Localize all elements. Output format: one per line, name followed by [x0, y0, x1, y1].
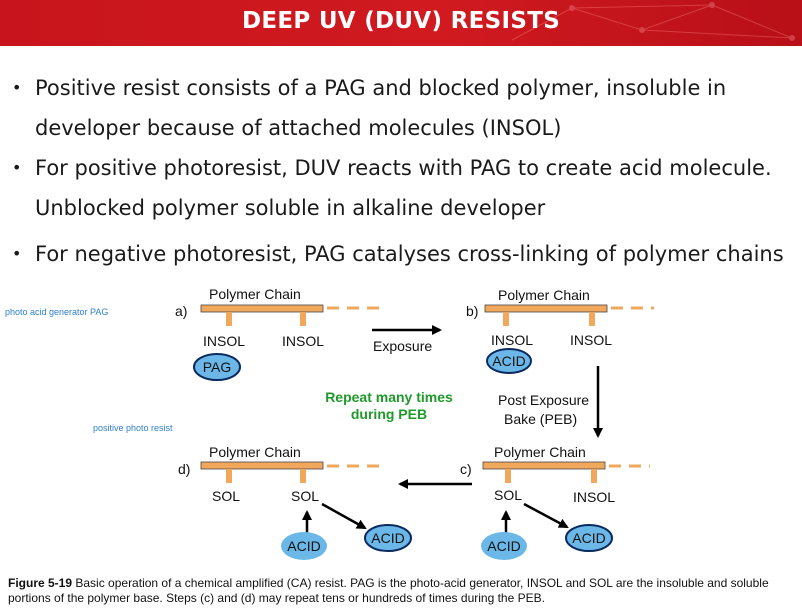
figure-caption: Figure 5-19 Basic operation of a chemica…	[8, 576, 798, 606]
polymer-chain-label: Polymer Chain	[209, 444, 301, 460]
bullet-list: Positive resist consists of a PAG and bl…	[10, 68, 802, 274]
step-a-label: a)	[175, 303, 187, 319]
bullet-item: For positive photoresist, DUV reacts wit…	[10, 148, 802, 188]
acid-bubble: ACID	[565, 524, 613, 552]
polymer-chain-d	[200, 461, 380, 483]
positive-resist-side-note: positive photo resist	[93, 423, 173, 433]
sol-label: SOL	[494, 487, 522, 503]
step-b-label: b)	[466, 303, 478, 319]
step-d-label: d)	[178, 461, 190, 477]
bullet-text: For positive photoresist, DUV reacts wit…	[35, 156, 772, 180]
bullet-item: Positive resist consists of a PAG and bl…	[10, 68, 802, 108]
acid-release-arrow	[321, 502, 367, 530]
bullet-continuation: Unblocked polymer soluble in alkaline de…	[10, 188, 802, 228]
bullet-item: For negative photoresist, PAG catalyses …	[10, 234, 802, 274]
insol-label: INSOL	[282, 333, 324, 349]
repeat-note-line1: Repeat many times	[325, 389, 453, 405]
acid-bubble-label: ACID	[492, 353, 525, 369]
pag-bubble-label: PAG	[203, 359, 232, 375]
acid-bubble-label: ACID	[487, 538, 520, 554]
bullet-continuation: developer because of attached molecules …	[10, 108, 802, 148]
acid-bubble-label: ACID	[572, 530, 605, 546]
acid-bubble: ACID	[364, 524, 412, 552]
caption-text: Basic operation of a chemical amplified …	[8, 576, 769, 605]
pag-bubble: PAG	[193, 353, 241, 381]
pag-side-note: photo acid generator PAG	[5, 307, 109, 317]
insol-label: INSOL	[491, 332, 533, 348]
insol-label: INSOL	[570, 332, 612, 348]
insol-label: INSOL	[573, 489, 615, 505]
acid-release-arrow	[523, 502, 569, 529]
polymer-chain-a	[200, 304, 380, 326]
figure-number: Figure 5-19	[8, 576, 73, 590]
peb-label-line2: Bake (PEB)	[504, 411, 577, 427]
bullet-text: Positive resist consists of a PAG and bl…	[35, 76, 727, 100]
acid-bubble: ACID	[481, 532, 527, 560]
polymer-chain-label: Polymer Chain	[494, 444, 586, 460]
polymer-chain-c	[482, 461, 650, 483]
peb-label-line1: Post Exposure	[498, 392, 589, 408]
step-c-label: c)	[460, 461, 472, 477]
bullet-text: Unblocked polymer soluble in alkaline de…	[35, 196, 546, 220]
sol-label: SOL	[291, 488, 319, 504]
exposure-label: Exposure	[373, 338, 432, 354]
repeat-note-line2: during PEB	[351, 406, 427, 422]
acid-bubble: ACID	[486, 348, 532, 374]
polymer-chain-label: Polymer Chain	[209, 286, 301, 302]
sol-label: SOL	[212, 488, 240, 504]
bullet-text: For negative photoresist, PAG catalyses …	[35, 242, 784, 266]
polymer-chain-label: Polymer Chain	[498, 287, 590, 303]
acid-bubble-label: ACID	[371, 530, 404, 546]
insol-label: INSOL	[203, 333, 245, 349]
title-banner: DEEP UV (DUV) RESISTS	[0, 0, 802, 46]
polymer-chain-b	[484, 304, 654, 326]
acid-bubble-label: ACID	[287, 538, 320, 554]
banner-network-decoration	[511, 2, 795, 41]
acid-bubble: ACID	[281, 532, 327, 560]
bullet-text: developer because of attached molecules …	[35, 116, 562, 140]
slide-title: DEEP UV (DUV) RESISTS	[241, 8, 561, 34]
